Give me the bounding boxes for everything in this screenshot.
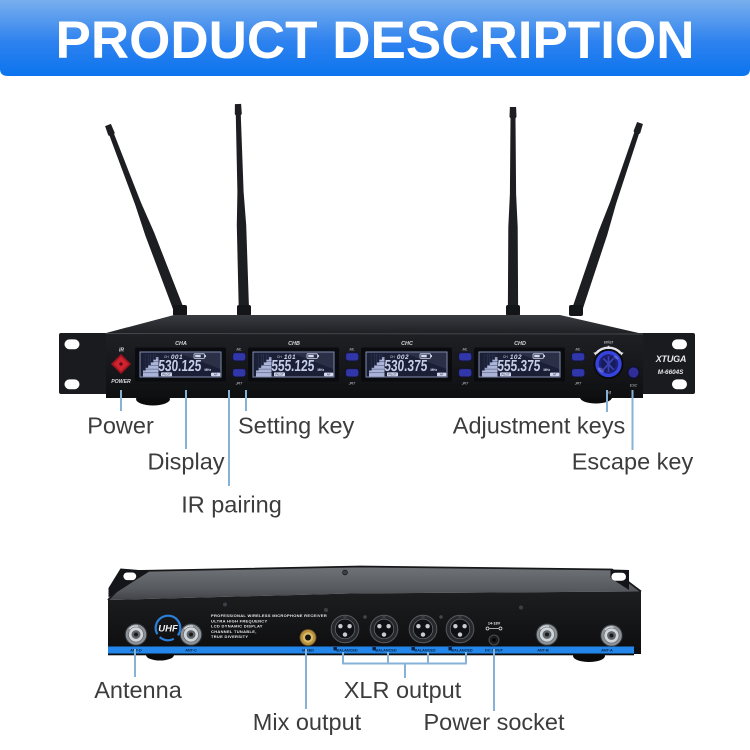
svg-text:AF: AF bbox=[214, 373, 218, 377]
svg-text:CHANNEL TUNABLE,: CHANNEL TUNABLE, bbox=[211, 629, 257, 634]
svg-text:JRT: JRT bbox=[348, 382, 356, 386]
svg-text:PROFESSIONAL WIRELESS MICROPHO: PROFESSIONAL WIRELESS MICROPHONE RECEIVE… bbox=[211, 613, 327, 618]
svg-text:MHz: MHz bbox=[318, 368, 325, 372]
svg-text:PILOT: PILOT bbox=[275, 373, 284, 377]
svg-text:ML: ML bbox=[350, 348, 355, 352]
svg-text:CH: CH bbox=[277, 355, 282, 359]
svg-text:CHC: CHC bbox=[401, 341, 413, 347]
svg-text:IR: IR bbox=[119, 348, 124, 354]
svg-text:JRT: JRT bbox=[235, 382, 243, 386]
svg-text:Adjustment keys: Adjustment keys bbox=[453, 413, 625, 439]
svg-text:ANT-D: ANT-D bbox=[130, 648, 142, 652]
svg-text:UHF: UHF bbox=[158, 624, 178, 635]
svg-text:JRT: JRT bbox=[574, 382, 582, 386]
svg-text:Setting key: Setting key bbox=[238, 413, 355, 439]
svg-text:530.125: 530.125 bbox=[158, 358, 202, 375]
svg-text:JRT: JRT bbox=[461, 382, 469, 386]
svg-text:14-18V: 14-18V bbox=[488, 622, 501, 626]
svg-text:POWER: POWER bbox=[111, 379, 131, 385]
svg-text:CHA: CHA bbox=[175, 341, 187, 347]
svg-text:002: 002 bbox=[397, 354, 409, 361]
svg-text:AF: AF bbox=[327, 373, 331, 377]
svg-text:CHB: CHB bbox=[288, 341, 300, 347]
svg-text:CH: CH bbox=[164, 355, 169, 359]
svg-text:adj: adj bbox=[606, 391, 611, 395]
svg-text:IR pairing: IR pairing bbox=[181, 492, 282, 518]
svg-text:LCD DYNAMIC DISPLAY: LCD DYNAMIC DISPLAY bbox=[211, 624, 263, 629]
svg-text:PILOT: PILOT bbox=[388, 373, 397, 377]
svg-text:Escape key: Escape key bbox=[572, 449, 694, 475]
svg-text:Power socket: Power socket bbox=[423, 709, 565, 735]
svg-text:BALANCED: BALANCED bbox=[414, 648, 436, 652]
svg-text:PILOT: PILOT bbox=[162, 373, 171, 377]
svg-text:M-6604S: M-6604S bbox=[658, 369, 684, 376]
svg-text:XTUGA: XTUGA bbox=[655, 354, 687, 364]
svg-text:MHz: MHz bbox=[205, 368, 212, 372]
svg-text:CHD: CHD bbox=[514, 341, 526, 347]
svg-text:001: 001 bbox=[171, 354, 183, 361]
svg-text:TRUE DIVERSITY: TRUE DIVERSITY bbox=[211, 634, 248, 639]
svg-text:Display: Display bbox=[147, 449, 224, 475]
svg-text:555.375: 555.375 bbox=[497, 358, 541, 375]
svg-text:PILOT: PILOT bbox=[501, 373, 510, 377]
svg-text:enter: enter bbox=[604, 340, 614, 345]
svg-text:AF: AF bbox=[553, 373, 557, 377]
svg-text:BALANCED: BALANCED bbox=[336, 648, 358, 652]
svg-text:CH: CH bbox=[390, 355, 395, 359]
svg-text:Antenna: Antenna bbox=[94, 677, 182, 703]
svg-text:102: 102 bbox=[510, 354, 522, 361]
svg-text:ULTRA HIGH FREQUENCY: ULTRA HIGH FREQUENCY bbox=[211, 618, 267, 623]
svg-text:CH: CH bbox=[503, 355, 508, 359]
svg-text:Power: Power bbox=[87, 413, 154, 439]
svg-text:ANT-C: ANT-C bbox=[185, 648, 197, 652]
svg-text:ML: ML bbox=[576, 348, 581, 352]
svg-text:Mix output: Mix output bbox=[253, 709, 362, 735]
svg-text:AF: AF bbox=[440, 373, 444, 377]
svg-text:ANT-A: ANT-A bbox=[601, 648, 613, 652]
svg-text:PRODUCT DESCRIPTION: PRODUCT DESCRIPTION bbox=[56, 11, 695, 70]
svg-text:BALANCED: BALANCED bbox=[375, 648, 397, 652]
svg-text:ESC: ESC bbox=[630, 384, 638, 388]
svg-text:XLR output: XLR output bbox=[344, 677, 462, 703]
svg-text:ANT-B: ANT-B bbox=[537, 648, 549, 652]
svg-text:MHz: MHz bbox=[544, 368, 551, 372]
svg-text:101: 101 bbox=[284, 354, 296, 361]
svg-text:ML: ML bbox=[463, 348, 468, 352]
svg-text:MHz: MHz bbox=[431, 368, 438, 372]
svg-text:BALANCED: BALANCED bbox=[451, 648, 473, 652]
svg-text:555.125: 555.125 bbox=[271, 358, 315, 375]
svg-text:530.375: 530.375 bbox=[384, 358, 428, 375]
svg-text:ML: ML bbox=[237, 348, 242, 352]
svg-text:MIXED: MIXED bbox=[302, 648, 314, 652]
